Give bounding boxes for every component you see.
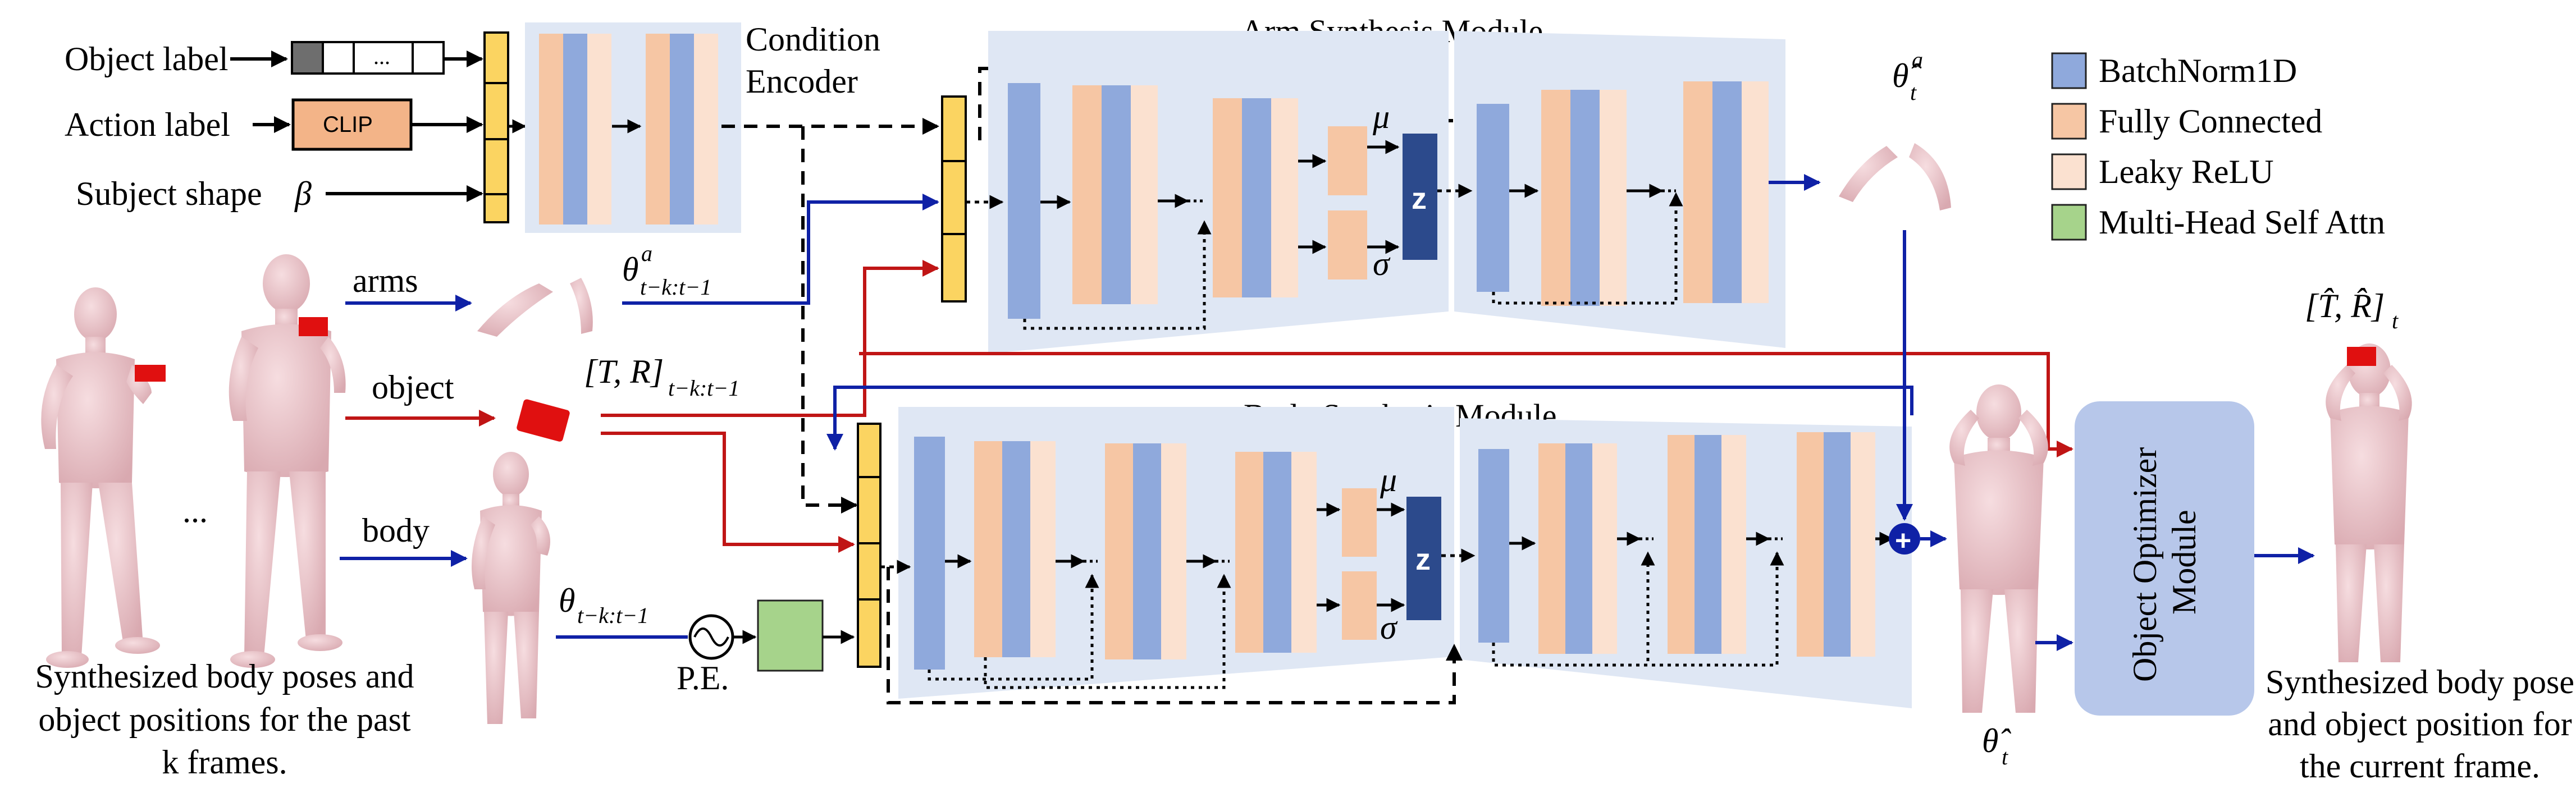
output-body-shape — [2326, 343, 2412, 662]
optimizer-title-1: Object Optimizer — [2126, 447, 2163, 682]
tr-prev: [T, R] — [584, 353, 664, 390]
arms-stream-label: arms — [353, 262, 418, 299]
past-object-2 — [299, 317, 328, 336]
legend-multi-head-attn: Multi-Head Self Attn — [2099, 204, 2385, 241]
sum-node — [1889, 523, 1920, 555]
predicted-body-shape — [1949, 384, 2048, 713]
legend: BatchNorm1D Fully Connected Leaky ReLU M… — [2051, 52, 2385, 241]
svg-text:t: t — [2002, 744, 2008, 769]
svg-text:object positions for the past: object positions for the past — [38, 701, 411, 738]
past-arms-shape — [477, 278, 593, 337]
svg-text:t−k:t−1: t−k:t−1 — [668, 375, 739, 401]
svg-text:a: a — [641, 241, 652, 266]
action-label-text: Action label — [65, 106, 230, 143]
svg-text:z: z — [1415, 543, 1431, 576]
caption-left: Synthesized body poses and object positi… — [35, 658, 414, 781]
clip-encoder — [291, 98, 413, 151]
past-body-shape — [472, 452, 550, 724]
arm-mu-symbol: μ — [1372, 98, 1390, 135]
svg-text:t−k:t−1: t−k:t−1 — [640, 274, 711, 300]
svg-text:Synthesized body pose: Synthesized body pose — [2266, 663, 2574, 700]
condition-encoder: Condition Encoder — [483, 21, 880, 233]
condition-encoder-title-1: Condition — [746, 21, 880, 58]
past-frame-body-1 — [41, 287, 160, 668]
svg-text:and object position for: and object position for — [2268, 705, 2572, 743]
object-label-text: Object label — [65, 40, 229, 77]
theta-prev: θ — [559, 582, 575, 619]
svg-text:t: t — [1910, 80, 1917, 105]
arm-concat-column — [941, 95, 967, 303]
object-optimizer-module: Object Optimizer Module — [2075, 401, 2254, 716]
body-latent-z — [1406, 497, 1441, 620]
body-mu-symbol: μ — [1380, 461, 1397, 498]
svg-text:the current frame.: the current frame. — [2300, 748, 2540, 785]
tr-hat: [T̂, R̂] — [2305, 287, 2385, 324]
past-object-1 — [135, 365, 166, 382]
beta-symbol: β — [294, 175, 312, 212]
pe-label: P.E. — [677, 659, 729, 697]
arm-sigma-symbol: σ — [1373, 245, 1391, 282]
body-synthesis-module: Body Synthesis Module μ σ — [857, 397, 1912, 708]
output-object-shape — [2347, 347, 2376, 366]
svg-text:CLIP: CLIP — [323, 112, 373, 137]
caption-right: Synthesized body pose and object positio… — [2266, 663, 2574, 785]
condition-dashed-paths — [721, 67, 1478, 514]
object-stream-label: object — [372, 369, 454, 406]
optimizer-title-2: Module — [2166, 510, 2203, 615]
legend-leaky-relu: Leaky ReLU — [2099, 153, 2274, 190]
past-object-shape — [517, 399, 570, 442]
self-attention-block — [757, 599, 824, 672]
past-frame-body-2 — [229, 254, 346, 668]
theta-arm-prev: θ — [622, 251, 638, 288]
condition-inputs: Object label ... Action label CLIP Subje… — [65, 40, 483, 212]
arm-latent-z — [1403, 134, 1437, 260]
object-label-onehot: ... — [291, 41, 445, 75]
subject-shape-text: Subject shape — [76, 175, 262, 212]
arm-synthesis-module: Arm Synthesis Module μ σ z — [941, 13, 1821, 354]
svg-text:t−k:t−1: t−k:t−1 — [577, 603, 648, 628]
svg-text:+: + — [1895, 525, 1911, 556]
positional-encoding: P.E. — [677, 614, 734, 697]
body-sigma-symbol: σ — [1380, 609, 1398, 646]
body-concat-column — [857, 423, 881, 668]
svg-text:a: a — [1912, 47, 1923, 72]
svg-text:k frames.: k frames. — [162, 744, 287, 781]
svg-text:Synthesized body poses and: Synthesized body poses and — [35, 658, 414, 695]
predicted-arms-shape — [1839, 143, 1951, 210]
legend-batchnorm: BatchNorm1D — [2099, 52, 2297, 89]
svg-text:...: ... — [373, 44, 390, 69]
condition-encoder-title-2: Encoder — [746, 63, 858, 100]
legend-fully-connected: Fully Connected — [2099, 103, 2322, 140]
svg-text:t: t — [2392, 308, 2399, 333]
body-stream-label: body — [362, 512, 430, 549]
frames-ellipsis: ... — [182, 492, 208, 529]
svg-text:z: z — [1412, 182, 1427, 216]
condition-concat-column — [483, 31, 509, 223]
